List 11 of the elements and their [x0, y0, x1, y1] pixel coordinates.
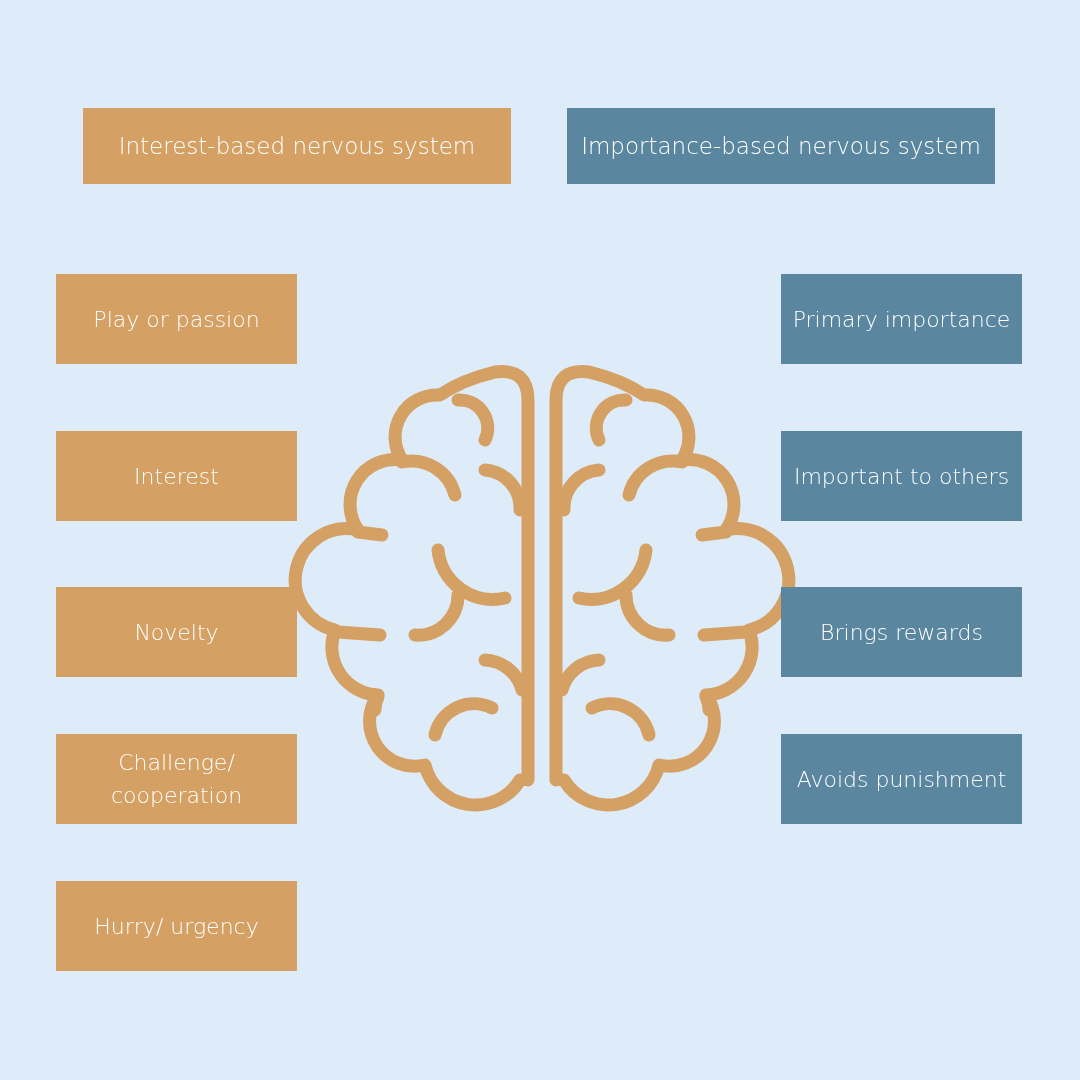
category-box: Novelty: [56, 587, 297, 677]
category-box: Interest: [56, 431, 297, 521]
heading-box: Interest-based nervous system: [83, 108, 511, 184]
category-box: Avoids punishment: [781, 734, 1022, 824]
category-box: Challenge/ cooperation: [56, 734, 297, 824]
heading-box: Importance-based nervous system: [567, 108, 995, 184]
category-box: Important to others: [781, 431, 1022, 521]
category-box: Brings rewards: [781, 587, 1022, 677]
category-box: Play or passion: [56, 274, 297, 364]
category-box: Hurry/ urgency: [56, 881, 297, 971]
category-box: Primary importance: [781, 274, 1022, 364]
